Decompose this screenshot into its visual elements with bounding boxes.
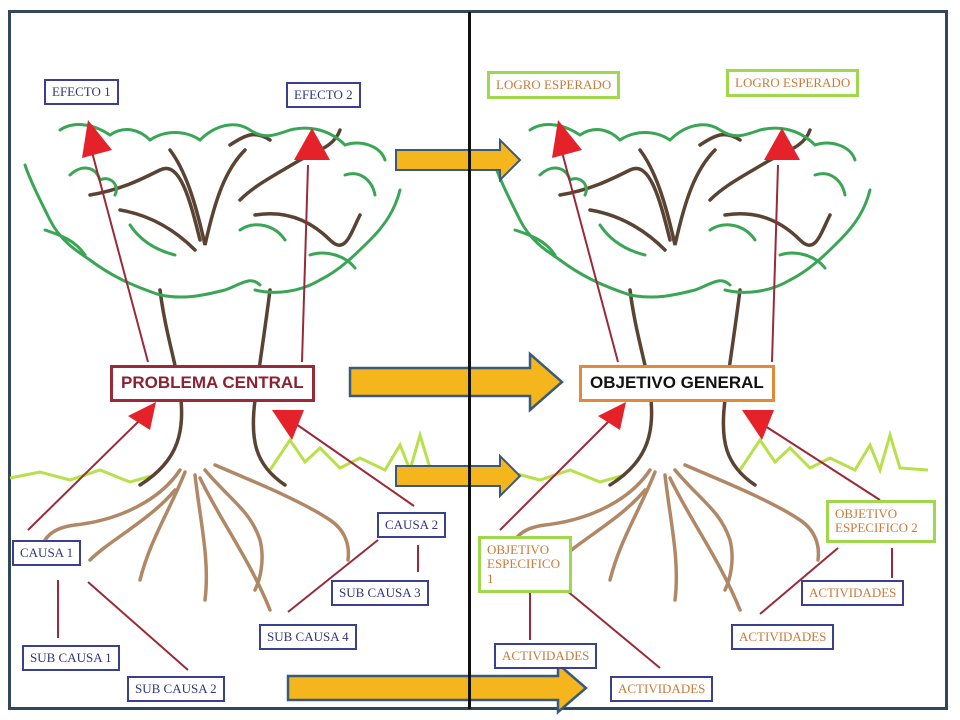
block-arrows <box>286 137 588 715</box>
subcause-3-box: SUB CAUSA 3 <box>331 580 429 607</box>
objective-2-box: OBJETIVO ESPECIFICO 2 <box>826 500 936 543</box>
activities-2-box: ACTIVIDADES <box>610 676 714 703</box>
left-arrows <box>27 120 419 671</box>
center-divider <box>468 12 471 709</box>
effect-2-box: EFECTO 2 <box>286 82 361 109</box>
right-arrows <box>499 120 893 669</box>
subcause-4-box: SUB CAUSA 4 <box>259 624 357 651</box>
activities-4-box: ACTIVIDADES <box>801 580 905 607</box>
block-arrow-middle <box>395 453 522 499</box>
cause-1-box: CAUSA 1 <box>12 540 82 567</box>
objective-1-box: OBJETIVO ESPECIFICO 1 <box>478 536 572 593</box>
block-arrow-top <box>395 137 522 183</box>
block-arrow-bottom <box>286 661 588 715</box>
activities-3-box: ACTIVIDADES <box>731 624 835 651</box>
central-problem-box: PROBLEMA CENTRAL <box>110 365 315 402</box>
block-arrow-central <box>348 351 564 413</box>
general-objective-box: OBJETIVO GENERAL <box>579 365 775 402</box>
effect-1-box: EFECTO 1 <box>44 79 119 106</box>
diagram-frame <box>8 10 948 710</box>
subcause-2-box: SUB CAUSA 2 <box>127 676 225 703</box>
cause-2-box: CAUSA 2 <box>377 512 447 539</box>
achievement-2-box: LOGRO ESPERADO <box>726 69 860 98</box>
activities-1-box: ACTIVIDADES <box>494 643 598 670</box>
subcause-1-box: SUB CAUSA 1 <box>22 645 120 672</box>
achievement-1-box: LOGRO ESPERADO <box>487 71 621 100</box>
